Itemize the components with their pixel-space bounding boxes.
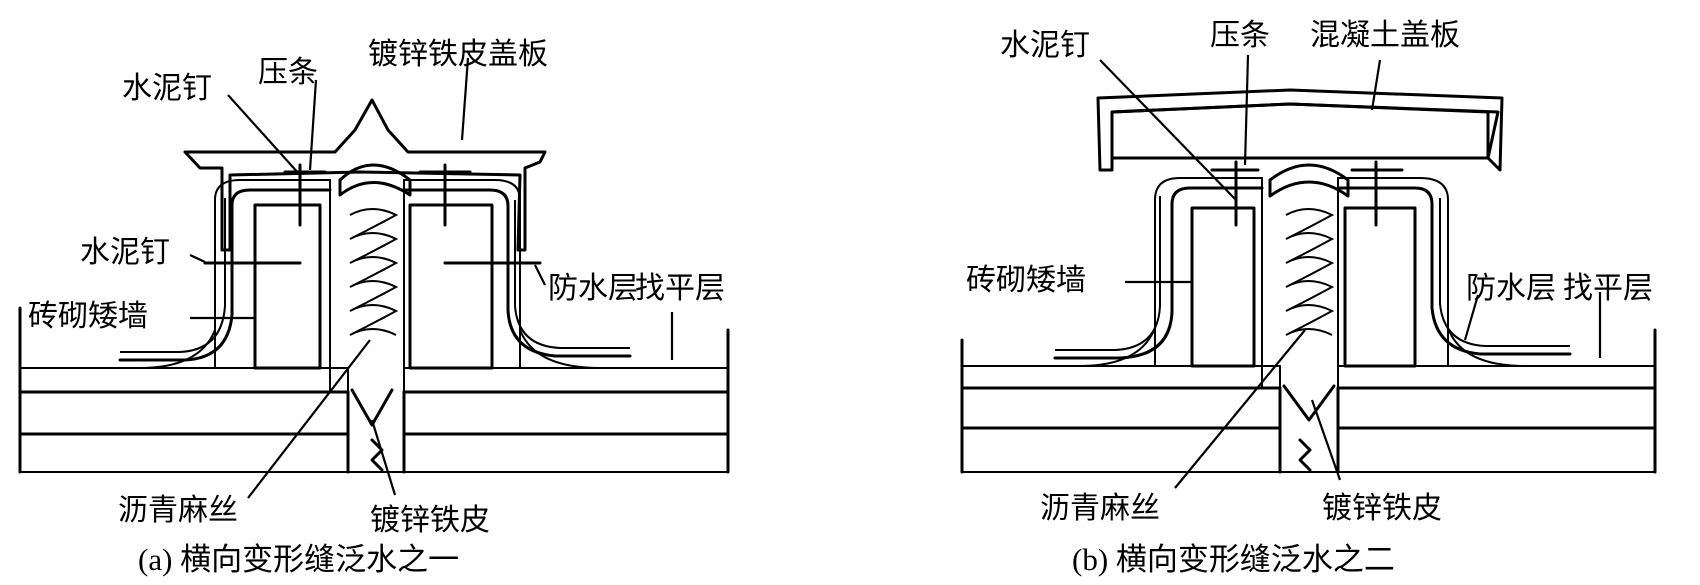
label-cover-a: 镀锌铁皮盖板 [368, 37, 548, 72]
brick-wall-left-a [253, 203, 322, 370]
label-hemp-b: 沥青麻丝 [1040, 491, 1160, 526]
galvanized-sheet-bottom-b [1282, 384, 1336, 422]
waterproof-membrane-left-b [1053, 186, 1264, 360]
panel-b: 水泥钉 压条 混凝土盖板 砖砌矮墙 防水层 找平层 沥青麻丝 镀锌铁皮 (b) … [960, 18, 1657, 577]
membrane-edge-right-b [1439, 198, 1570, 347]
leader-waterproof-b [1463, 294, 1480, 341]
screed-layer-right-a [403, 367, 729, 393]
fillet-right-a [519, 329, 601, 369]
roof-slab-left-a [18, 390, 350, 436]
caption-a: (a) 横向变形缝泛水之一 [138, 542, 459, 577]
galvanized-sheet-b [1268, 163, 1350, 198]
asphalt-hemp-b [1285, 208, 1335, 336]
label-screed-a: 找平层 [635, 271, 725, 306]
leader-waterproof-a [534, 264, 546, 286]
leader-sheet-a [370, 419, 397, 496]
label-wall-a: 砖砌矮墙 [28, 299, 148, 334]
label-strip-a: 压条 [258, 55, 318, 90]
label-nail-top-a: 水泥钉 [122, 71, 212, 106]
roof-slab-right-a [402, 390, 730, 436]
screed-layer-left-a [19, 367, 349, 393]
label-waterproof-a: 防水层 [548, 271, 638, 306]
waterproof-membrane-right-b [1336, 186, 1572, 356]
joint-break-mark-a [370, 438, 384, 472]
fillet-left-b [1079, 327, 1156, 367]
asphalt-hemp-a [349, 208, 399, 336]
label-strip-b: 压条 [1210, 18, 1270, 53]
label-sheet-b: 镀锌铁皮 [1322, 491, 1442, 526]
screed-layer-left-b [961, 365, 1281, 389]
brick-wall-left-b [1190, 206, 1256, 368]
leader-strip-b [1243, 54, 1250, 166]
label-wall-b: 砖砌矮墙 [966, 263, 1086, 298]
label-screed-b: 找平层 [1563, 271, 1653, 306]
leader-nail-side-a [189, 254, 206, 263]
brick-wall-right-b [1343, 206, 1417, 368]
membrane-edge-left-b [1055, 196, 1161, 351]
fillet-left-a [139, 329, 216, 369]
label-cover-b: 混凝土盖板 [1310, 18, 1460, 53]
joint-break-mark-b [1298, 438, 1312, 472]
wall-plaster-right-b [1337, 177, 1449, 367]
galvanized-cover-plate-a [183, 98, 547, 252]
label-sheet-a: 镀锌铁皮 [370, 503, 490, 538]
leader-nail-top-a [227, 94, 301, 176]
galvanized-sheet-bottom-a [350, 388, 394, 427]
wall-plaster-left-a [214, 179, 349, 393]
label-hemp-a: 沥青麻丝 [118, 493, 238, 528]
roof-slab-right-b [1336, 386, 1657, 430]
leader-hemp-a [247, 339, 371, 499]
leader-nail-b [1099, 59, 1237, 201]
waterproof-membrane-left-a [118, 188, 332, 362]
caption-b: (b) 横向变形缝泛水之二 [1072, 542, 1395, 577]
concrete-cover-plate-b [1110, 102, 1490, 160]
fillet-right-b [1447, 327, 1526, 367]
waterproof-membrane-right-a [402, 188, 632, 358]
screed-layer-right-b [1337, 365, 1656, 389]
leader-cover-a [460, 57, 470, 141]
brick-wall-right-a [408, 203, 494, 370]
label-nail-b: 水泥钉 [1000, 28, 1090, 63]
leader-hemp-b [1174, 329, 1306, 489]
roof-slab-left-b [960, 386, 1282, 430]
galvanized-sheet-a [338, 163, 412, 197]
membrane-edge-right-a [514, 200, 630, 349]
label-nail-side-a: 水泥钉 [80, 235, 170, 270]
wall-plaster-right-a [403, 179, 521, 369]
leader-cover-b [1370, 59, 1382, 111]
leader-strip-a [308, 79, 318, 171]
panel-a: 镀锌铁皮盖板 压条 水泥钉 水泥钉 砖砌矮墙 防水层 找平层 沥青麻丝 镀锌铁皮… [18, 37, 730, 577]
concrete-cover-frame-b [1096, 88, 1504, 172]
leader-sheet-b [1310, 399, 1342, 481]
membrane-edge-left-a [120, 198, 226, 353]
label-waterproof-b: 防水层 [1466, 271, 1556, 306]
wall-plaster-left-b [1154, 177, 1281, 389]
